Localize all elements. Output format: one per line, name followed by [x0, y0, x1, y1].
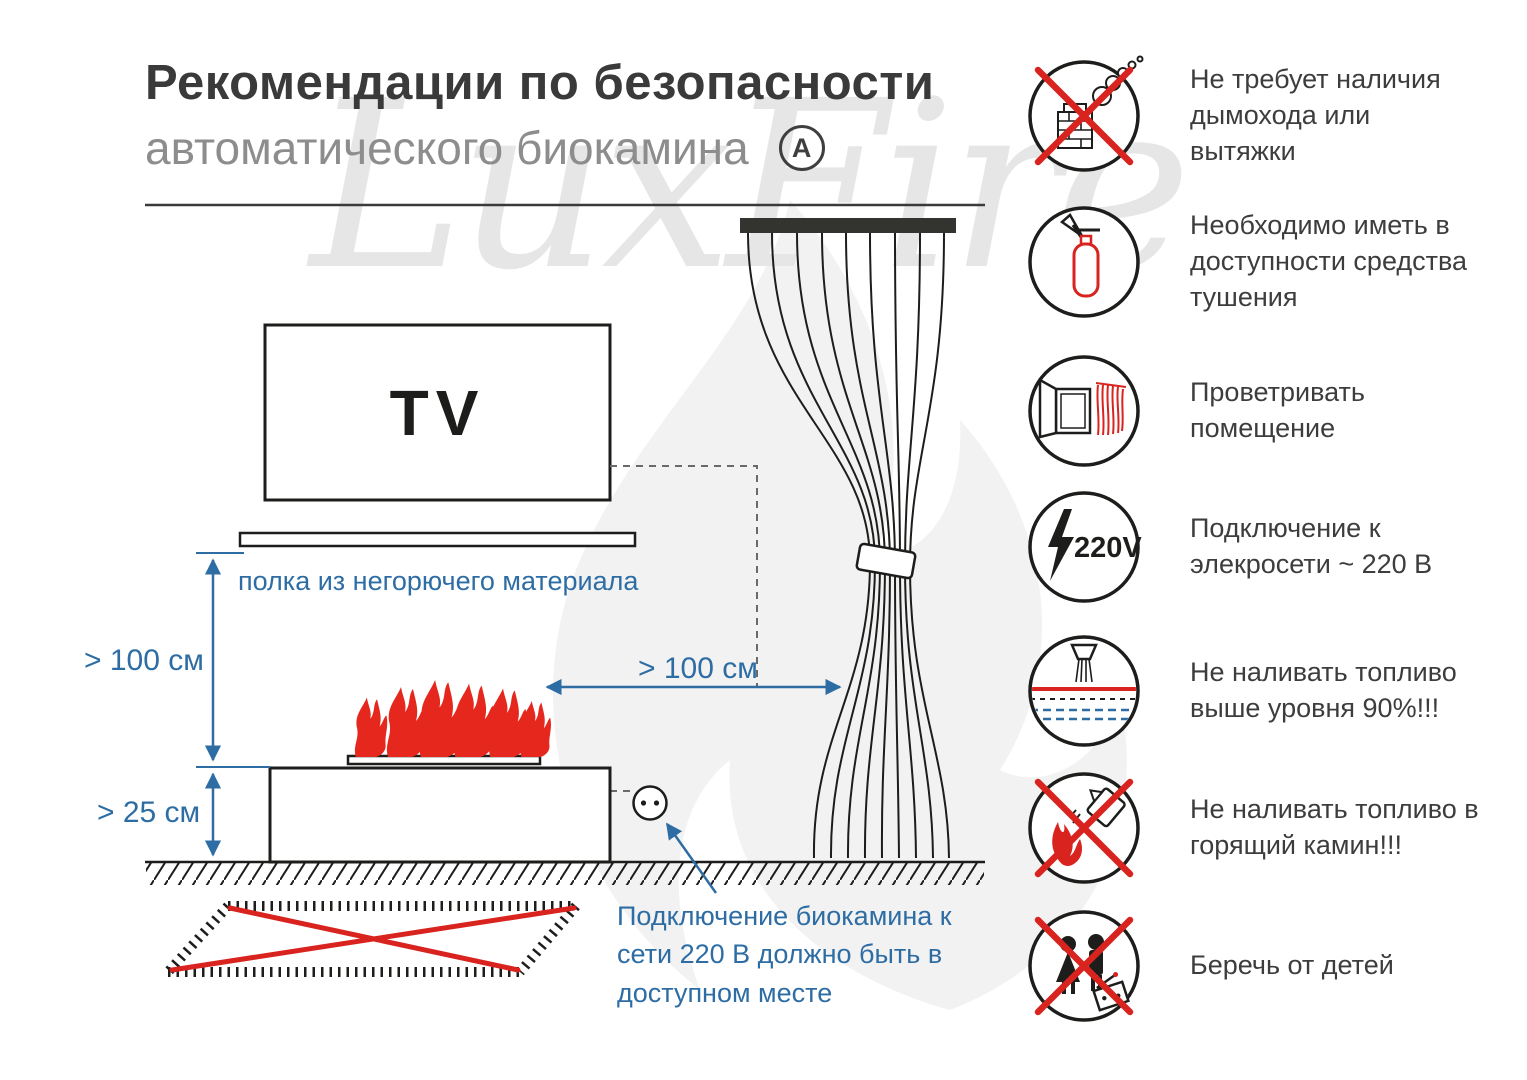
fire-extinguisher-icon: [1028, 206, 1140, 318]
no-refill-burning-icon: [1028, 772, 1140, 884]
power-voltage-label: 220V: [1074, 532, 1142, 564]
fireplace: [268, 754, 612, 864]
safety-item-no-chimney: Не требует наличия дымохода или вытяжки: [1018, 50, 1508, 182]
open-window-icon: [1028, 355, 1140, 467]
safety-caption: Необходимо иметь в доступности средства …: [1190, 210, 1468, 312]
curtain-tieback: [855, 542, 917, 580]
circled-a-badge: A: [778, 125, 825, 171]
flames: [354, 680, 551, 757]
prohibition-cross-icon: [1034, 916, 1134, 1016]
tv: [263, 323, 612, 502]
safety-caption: Проветривать помещение: [1190, 377, 1365, 443]
fuel-level-icon: [1028, 635, 1140, 747]
safety-item-fuel-level: Не наливать топливо выше уровня 90%!!!: [1018, 625, 1508, 757]
tv-label: TV: [389, 376, 486, 449]
safety-item-no-refill-burning: Не наливать топливо в горящий камин!!!: [1018, 762, 1508, 894]
floor: [145, 860, 985, 885]
outlet-note: Подключение биокамина к сети 220 В должн…: [617, 901, 952, 1008]
safety-item-power-220v: 220V Подключение к элекросети ~ 220 В: [1018, 481, 1508, 613]
dimension-shelf-height: [196, 552, 270, 768]
title-block: Рекомендации по безопасности автоматичес…: [145, 55, 934, 175]
safety-caption: Беречь от детей: [1190, 950, 1394, 981]
safety-item-ventilation: Проветривать помещение: [1018, 345, 1508, 477]
power-220v-icon: 220V: [1028, 491, 1142, 603]
burner-tray: [346, 754, 542, 766]
carpet-cross-icon: [169, 905, 577, 973]
safety-caption: Подключение к элекросети ~ 220 В: [1190, 513, 1433, 579]
page-subtitle: автоматического биокамина: [145, 122, 749, 174]
power-outlet-icon: [632, 785, 668, 821]
outlet-pointer-arrow: [665, 822, 718, 894]
prohibition-cross-icon: [1034, 778, 1134, 878]
carpet-prohibited: [164, 901, 580, 977]
safety-caption: Не наливать топливо в горящий камин!!!: [1190, 794, 1479, 860]
safety-caption: Не наливать топливо выше уровня 90%!!!: [1190, 657, 1457, 723]
shelf-label: полка из негорючего материала: [238, 566, 639, 596]
curtain: [740, 218, 956, 859]
prohibition-cross-icon: [1034, 66, 1134, 166]
page-title: Рекомендации по безопасности: [145, 56, 935, 110]
curtain-strokes-icon: [1095, 382, 1127, 436]
lightning-bolt-icon: [1048, 509, 1074, 581]
shelf: [238, 531, 637, 548]
dim-shelf-height-label: > 100 см: [84, 644, 204, 677]
safety-caption: Не требует наличия дымохода или вытяжки: [1190, 64, 1441, 166]
no-chimney-icon: [1028, 55, 1144, 172]
floor-hatching: [146, 863, 984, 885]
safety-item-extinguisher: Необходимо иметь в доступности средства …: [1018, 196, 1508, 328]
dim-curtain-distance-label: > 100 см: [638, 652, 758, 685]
keep-from-children-icon: [1028, 910, 1140, 1022]
dim-floor-height-label: > 25 см: [97, 796, 201, 829]
curtain-rod: [740, 218, 956, 233]
safety-item-keep-from-children: Беречь от детей: [1018, 900, 1508, 1032]
